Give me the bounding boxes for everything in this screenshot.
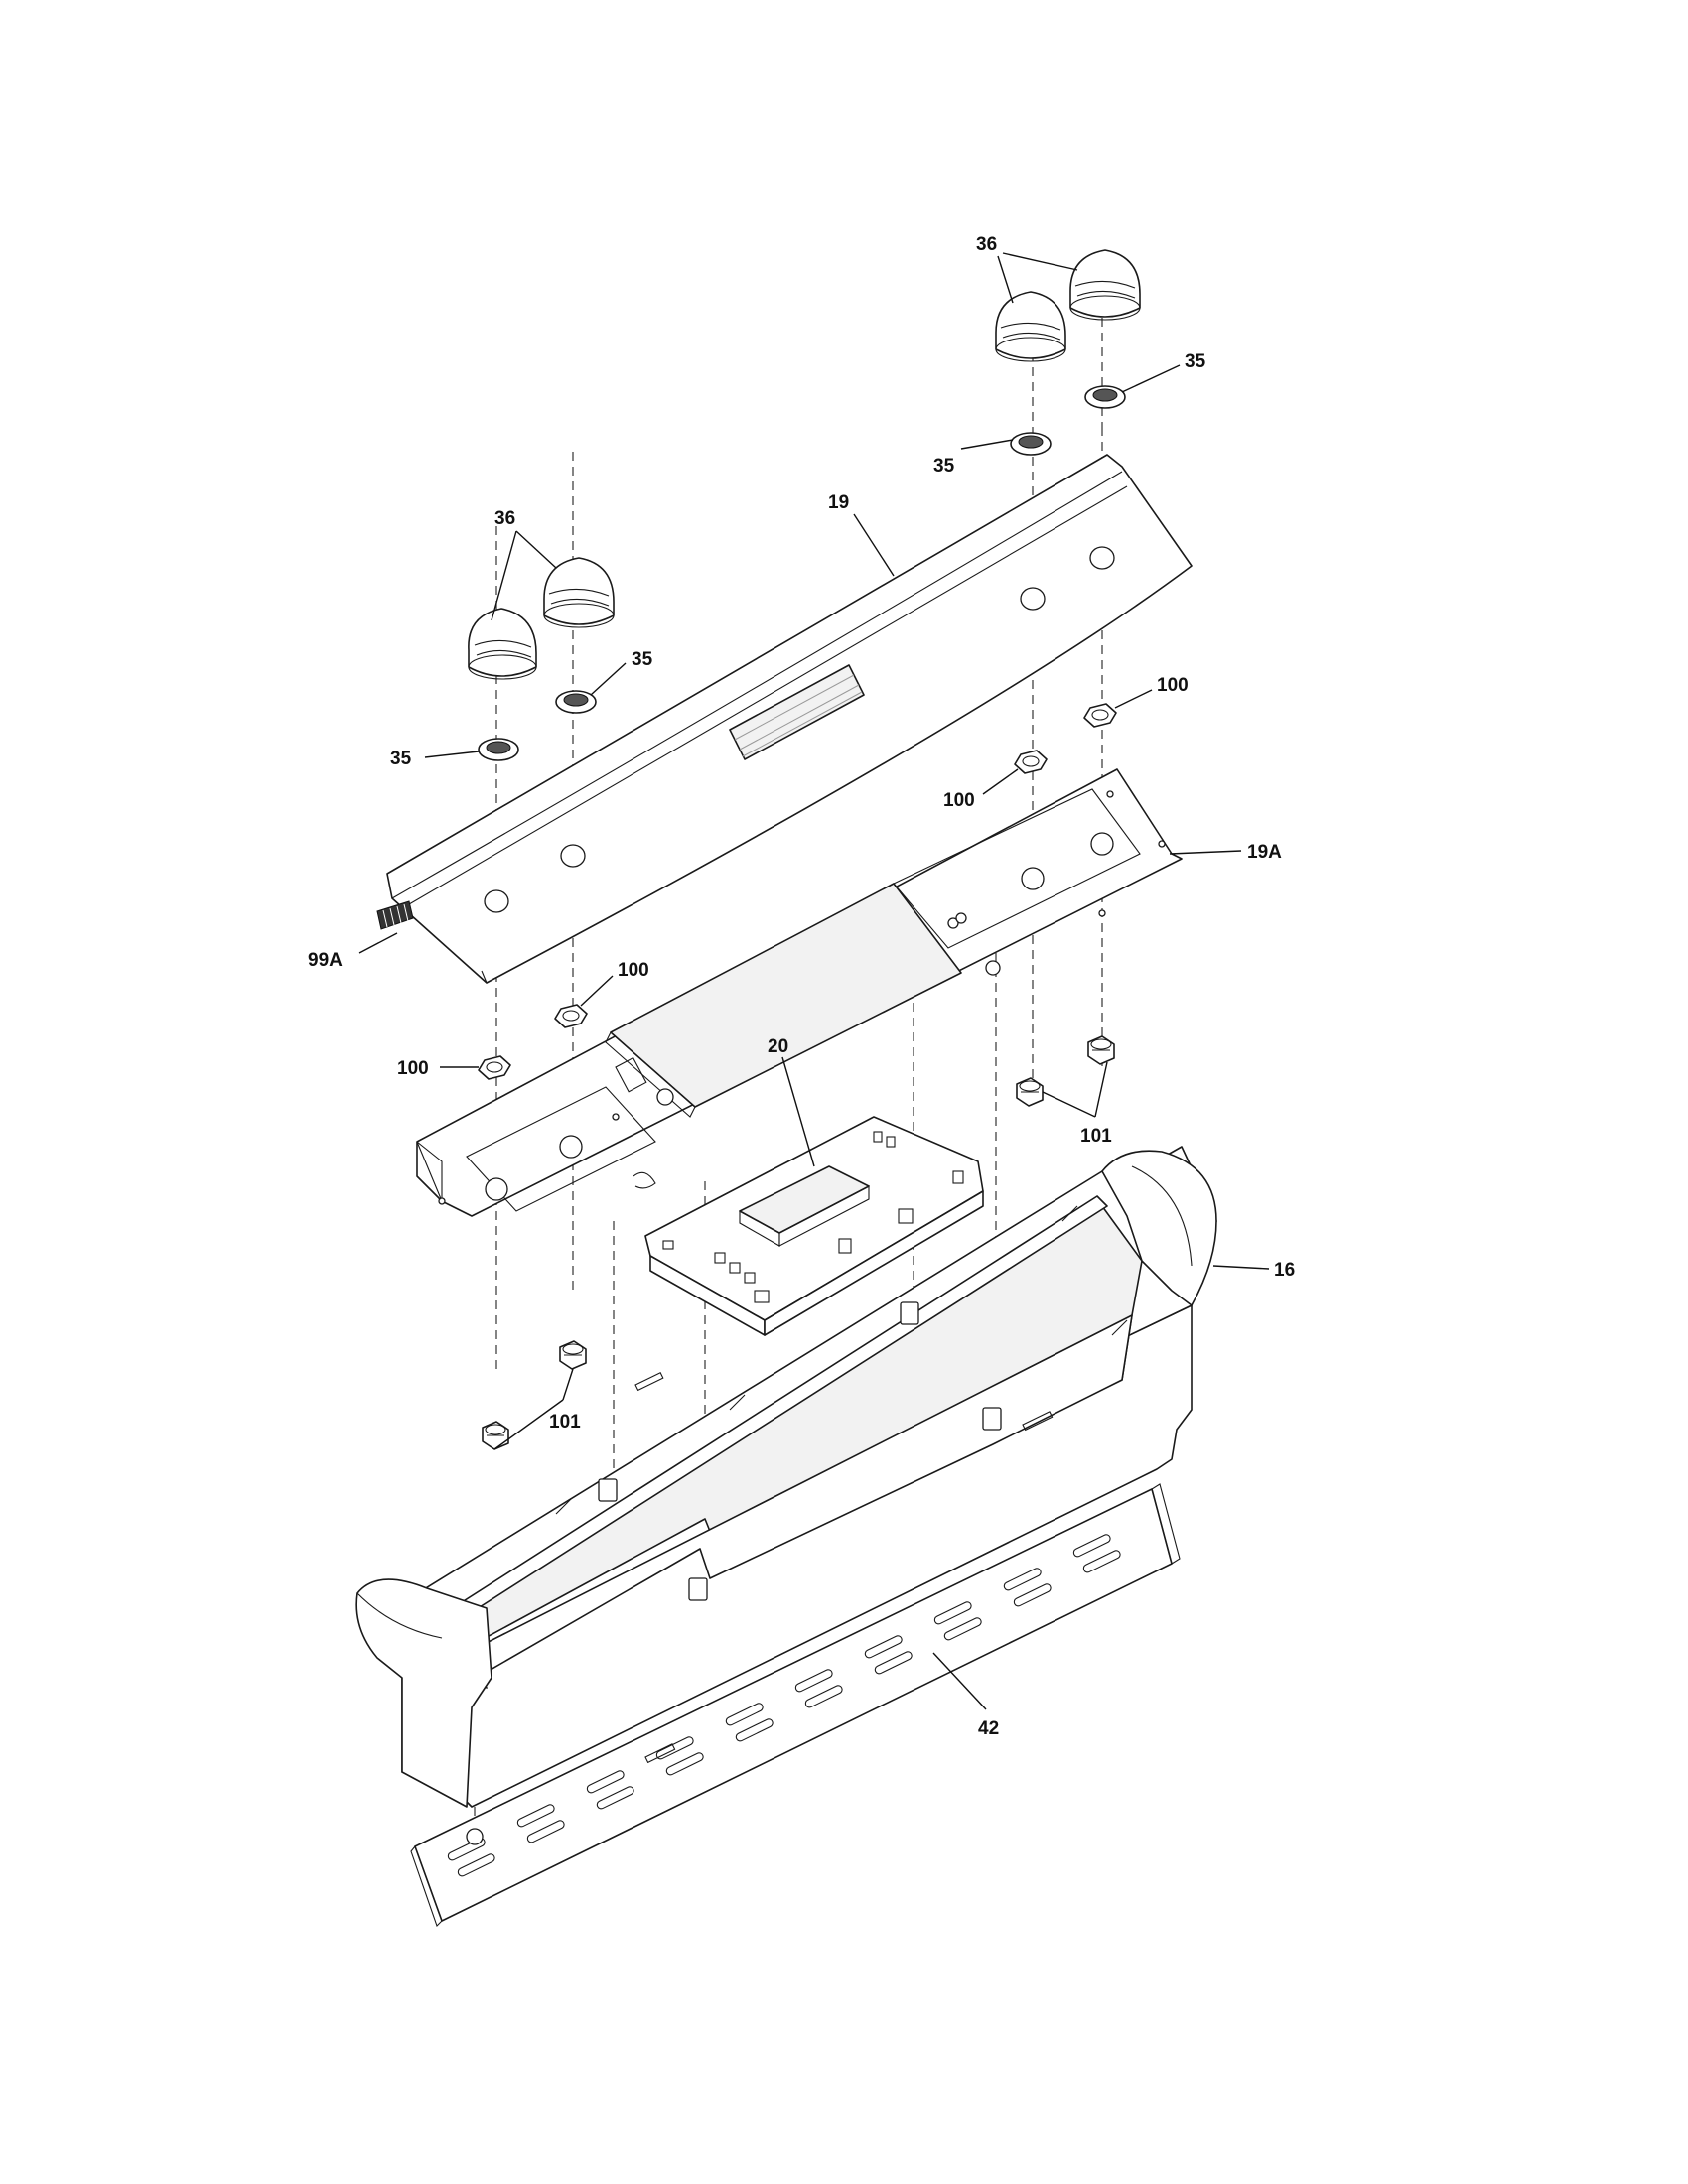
callout-99a: 99A	[308, 950, 343, 971]
knob-seal	[1084, 385, 1126, 409]
hex-nut	[478, 1055, 511, 1080]
callout-35: 35	[632, 649, 653, 670]
hex-nut	[554, 1004, 588, 1028]
knob	[995, 291, 1066, 362]
knob-seal	[555, 690, 597, 714]
control-panel	[386, 454, 1193, 984]
callout-42: 42	[978, 1718, 999, 1739]
vent-slots	[447, 1534, 1121, 1877]
tab-slot	[900, 1301, 919, 1325]
control-panel-bracket	[416, 768, 1183, 1217]
callout-36: 36	[494, 508, 515, 529]
callout-35: 35	[933, 456, 955, 477]
callout-19a: 19A	[1247, 842, 1282, 863]
callout-20: 20	[768, 1036, 788, 1057]
callout-35: 35	[390, 749, 412, 769]
hex-nut	[1014, 750, 1048, 774]
spring-nut	[482, 1421, 509, 1450]
callout-100: 100	[943, 790, 975, 811]
callout-35: 35	[1185, 351, 1206, 372]
callout-36: 36	[976, 234, 997, 255]
callout-100: 100	[618, 960, 649, 981]
callout-101: 101	[549, 1412, 581, 1433]
knob	[1069, 249, 1141, 321]
callout-100: 100	[1157, 675, 1189, 696]
callout-labels: 36 35 35 19 36 35 35 100 100 19A 99A 100…	[308, 234, 1295, 1739]
vent-trim	[410, 1483, 1181, 1928]
callout-100: 100	[397, 1058, 429, 1079]
spring-nut	[1087, 1035, 1115, 1065]
callout-16: 16	[1274, 1260, 1295, 1281]
tab-slot	[982, 1407, 1002, 1431]
tab-slot	[688, 1577, 708, 1601]
knob-seal	[1010, 432, 1052, 456]
spring-nut	[1016, 1077, 1044, 1107]
tab-slot	[598, 1478, 618, 1502]
callout-19: 19	[828, 492, 849, 513]
backguard-housing	[355, 1146, 1217, 1808]
ribbon-cable	[376, 900, 414, 930]
hex-nut	[1083, 703, 1117, 728]
knob	[543, 557, 615, 628]
spring-nut	[559, 1340, 587, 1370]
knob	[468, 608, 537, 680]
leader-lines	[358, 252, 1270, 1710]
knob-seal	[478, 738, 519, 761]
callout-101: 101	[1080, 1126, 1112, 1147]
electronic-control-board	[644, 1116, 984, 1336]
